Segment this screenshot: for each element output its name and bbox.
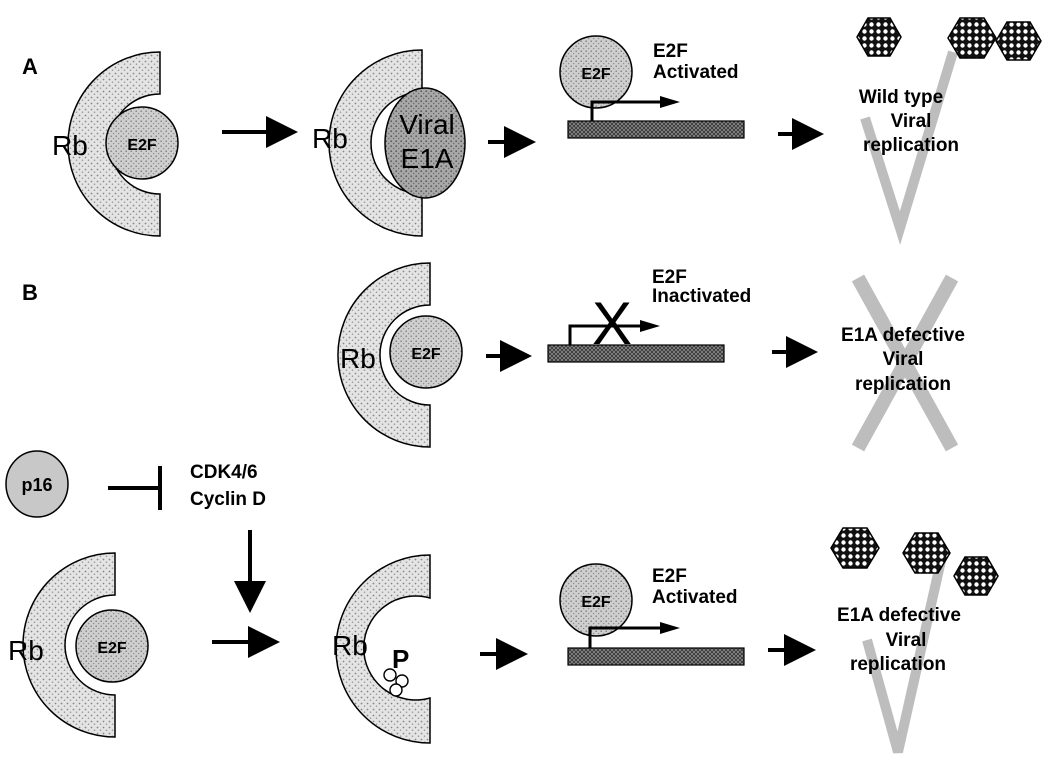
e1a-label: E1A: [401, 143, 454, 174]
transcription-arrowhead: [660, 96, 680, 108]
rb-protein-shape: [337, 262, 431, 448]
virus-particle-icon: [947, 17, 997, 59]
e2f-label: E2F: [127, 137, 157, 154]
rb-label: Rb: [8, 635, 44, 666]
rb-e2f-complex-b2: Rb E2F: [8, 552, 149, 738]
viral-e1a-shape: [384, 87, 466, 199]
virus-particle-icon: [995, 21, 1042, 61]
rb-label: Rb: [332, 630, 368, 661]
defective-replication-rescued: E1A defective Viral replication: [830, 527, 999, 754]
cyclin-label: Cyclin D: [190, 489, 266, 510]
rb-e2f-complex-b1: Rb E2F: [337, 262, 463, 448]
status-e2f: E2F: [653, 41, 688, 62]
cdk-label: CDK4/6: [190, 462, 258, 483]
status-activated: Activated: [653, 62, 739, 83]
virus-particle-icon: [953, 556, 999, 596]
e2f-label: E2F: [581, 594, 611, 611]
phosphate-icon: [383, 668, 409, 697]
transcription-arrowhead: [640, 320, 660, 332]
gene-activated-a: E2F E2F Activated: [559, 35, 745, 139]
transcription-arrow: [568, 324, 644, 345]
dna-strand: [567, 647, 745, 666]
status-e2f: E2F: [652, 566, 687, 587]
panel-a-label: A: [22, 54, 38, 79]
outcome-line2: Viral: [886, 630, 927, 651]
e2f-circle: [559, 563, 633, 637]
e2f-circle: [75, 609, 149, 683]
checkmark-icon: [862, 554, 947, 754]
outcome-line1: E1A defective: [837, 605, 961, 626]
e2f-label: E2F: [411, 346, 441, 363]
p16-shape: [5, 450, 69, 518]
p16-label: p16: [21, 475, 52, 495]
outcome-line1: E1A defective: [841, 325, 965, 346]
viral-label: Viral: [399, 109, 455, 140]
defective-replication-blocked: E1A defective Viral replication: [841, 274, 965, 452]
e2f-label: E2F: [581, 66, 611, 83]
outcome-line3: replication: [850, 654, 946, 675]
status-e2f: E2F: [652, 267, 687, 288]
outcome-line3: replication: [863, 135, 959, 156]
virus-particle-icon: [830, 527, 880, 569]
rb-protein-shape: [22, 552, 116, 738]
transcription-arrow: [588, 626, 664, 648]
status-activated: Activated: [652, 587, 738, 608]
rb-label: Rb: [52, 130, 88, 161]
virus-particle-icon: [856, 17, 902, 57]
block-x-icon: X: [592, 290, 632, 357]
checkmark-icon: [860, 50, 958, 245]
dna-strand: [547, 344, 725, 363]
gene-activated-b: E2F E2F Activated: [559, 563, 745, 666]
outcome-line2: Viral: [891, 111, 932, 132]
rb-e2f-complex-a: Rb E2F: [52, 51, 179, 237]
transcription-arrowhead: [660, 622, 680, 634]
phospho-rb: Rb P: [332, 554, 431, 744]
phospho-label: P: [392, 644, 409, 674]
e2f-circle: [105, 106, 179, 180]
virus-particle-icon: [902, 532, 951, 574]
rb-e1a-complex-a: Rb Viral E1A: [312, 49, 466, 237]
gene-inactivated-b: X E2F Inactivated: [547, 267, 751, 363]
p16-inhibition: p16 CDK4/6 Cyclin D: [5, 450, 266, 613]
cross-icon: [851, 274, 959, 452]
dna-strand: [567, 120, 745, 139]
transcription-arrow: [590, 100, 664, 121]
rb-label: Rb: [312, 123, 348, 154]
panel-b-label: B: [22, 280, 38, 305]
outcome-line2: Viral: [883, 349, 924, 370]
wildtype-replication-a: Wild type Viral replication: [856, 17, 1042, 245]
outcome-line3: replication: [855, 374, 951, 395]
outcome-line1: Wild type: [859, 87, 943, 108]
rb-protein-shape: [335, 554, 431, 744]
e2f-circle: [559, 35, 633, 109]
e2f-label: E2F: [97, 640, 127, 657]
status-inactivated: Inactivated: [652, 286, 751, 307]
e2f-circle: [389, 315, 463, 389]
rb-label: Rb: [340, 343, 376, 374]
rb-protein-shape: [328, 49, 423, 237]
